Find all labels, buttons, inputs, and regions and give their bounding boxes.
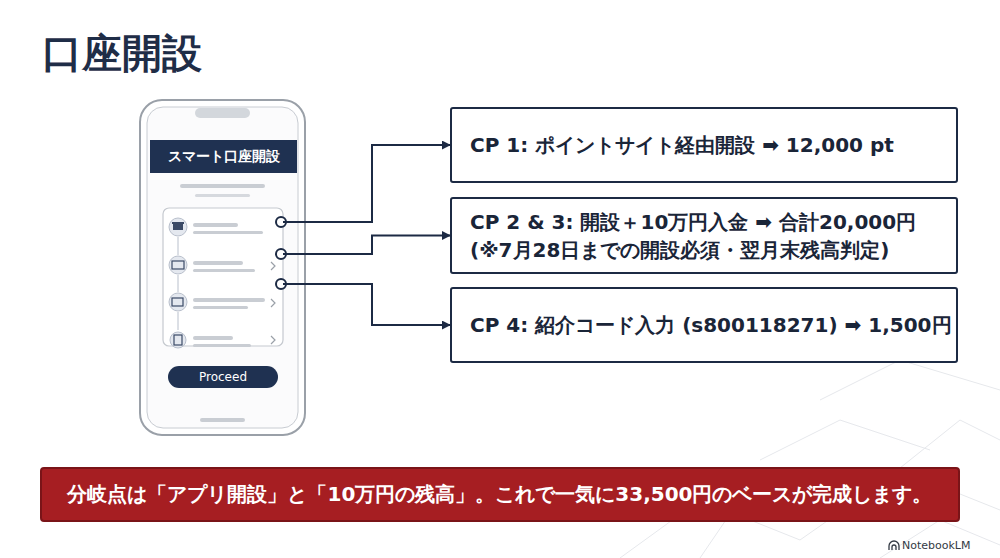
phone-illustration bbox=[140, 100, 305, 435]
connector-arrow bbox=[283, 145, 450, 222]
watermark-logo bbox=[889, 541, 899, 550]
campaign-note: (※7月28日までの開設必須・翌月末残高判定) bbox=[470, 236, 956, 264]
campaign-text: CP 1: ポイントサイト経由開設 ➡ 12,000 pt bbox=[470, 131, 956, 159]
connector-arrow bbox=[283, 236, 450, 255]
campaign-box: CP 1: ポイントサイト経由開設 ➡ 12,000 pt bbox=[450, 107, 958, 183]
campaign-box: CP 2 & 3: 開設＋10万円入金 ➡ 合計20,000円(※7月28日まで… bbox=[450, 197, 958, 274]
summary-banner: 分岐点は「アプリ開設」と「10万円の残高」。これで一気に33,500円のベースが… bbox=[40, 467, 960, 522]
campaign-text: CP 4: 紹介コード入力 (s800118271) ➡ 1,500円 bbox=[470, 311, 956, 339]
watermark: NotebookLM bbox=[902, 539, 970, 552]
campaign-text: CP 2 & 3: 開設＋10万円入金 ➡ 合計20,000円 bbox=[470, 208, 956, 236]
connector-arrow bbox=[283, 284, 450, 325]
campaign-box: CP 4: 紹介コード入力 (s800118271) ➡ 1,500円 bbox=[450, 287, 958, 363]
app-header: スマート口座開設 bbox=[150, 140, 297, 173]
background-lines bbox=[620, 360, 1000, 558]
slide-title: 口座開設 bbox=[42, 26, 202, 81]
banner-text: 分岐点は「アプリ開設」と「10万円の残高」。これで一気に33,500円のベースが… bbox=[67, 481, 932, 508]
phone-screen: スマート口座開設Proceed bbox=[150, 113, 283, 425]
button-label: Proceed bbox=[168, 366, 278, 388]
